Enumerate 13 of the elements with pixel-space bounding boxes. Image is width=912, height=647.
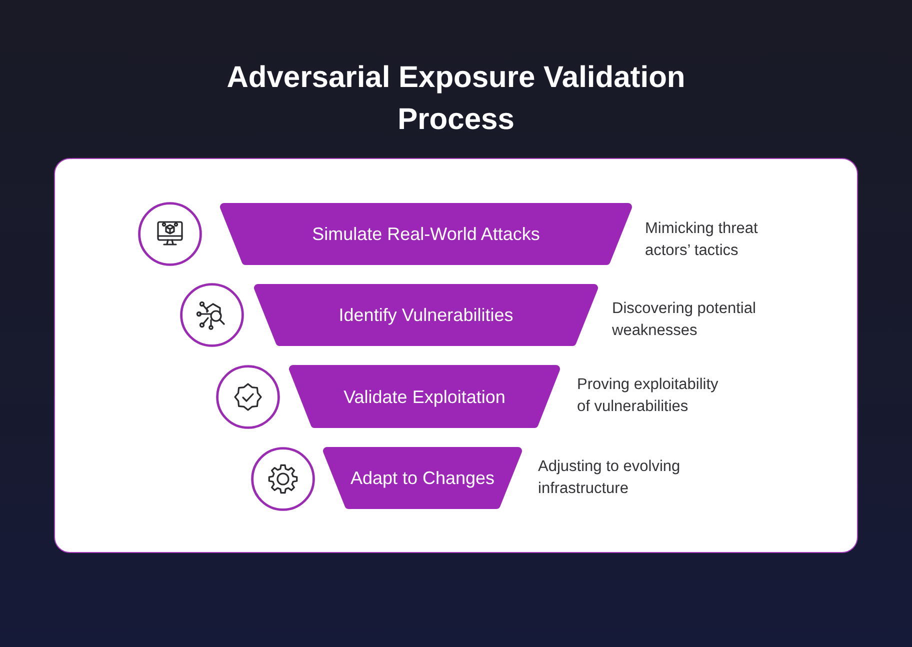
step-description: Proving exploitability of vulnerabilities	[577, 375, 720, 417]
funnel-step	[220, 203, 632, 265]
step-title: Validate Exploitation	[344, 386, 506, 408]
step-description: Mimicking threat actors’ tactics	[645, 219, 759, 261]
step-title: Simulate Real-World Attacks	[312, 223, 540, 245]
step-title: Adapt to Changes	[350, 467, 495, 489]
step-description: Discovering potential weaknesses	[612, 299, 757, 341]
funnel-step	[323, 447, 522, 509]
funnel-step	[289, 365, 560, 428]
step-description: Adjusting to evolving infrastructure	[538, 457, 682, 499]
funnel-step	[254, 284, 598, 346]
step-title: Identify Vulnerabilities	[338, 304, 514, 326]
diagram-title: Adversarial Exposure Validation Process	[226, 60, 686, 138]
